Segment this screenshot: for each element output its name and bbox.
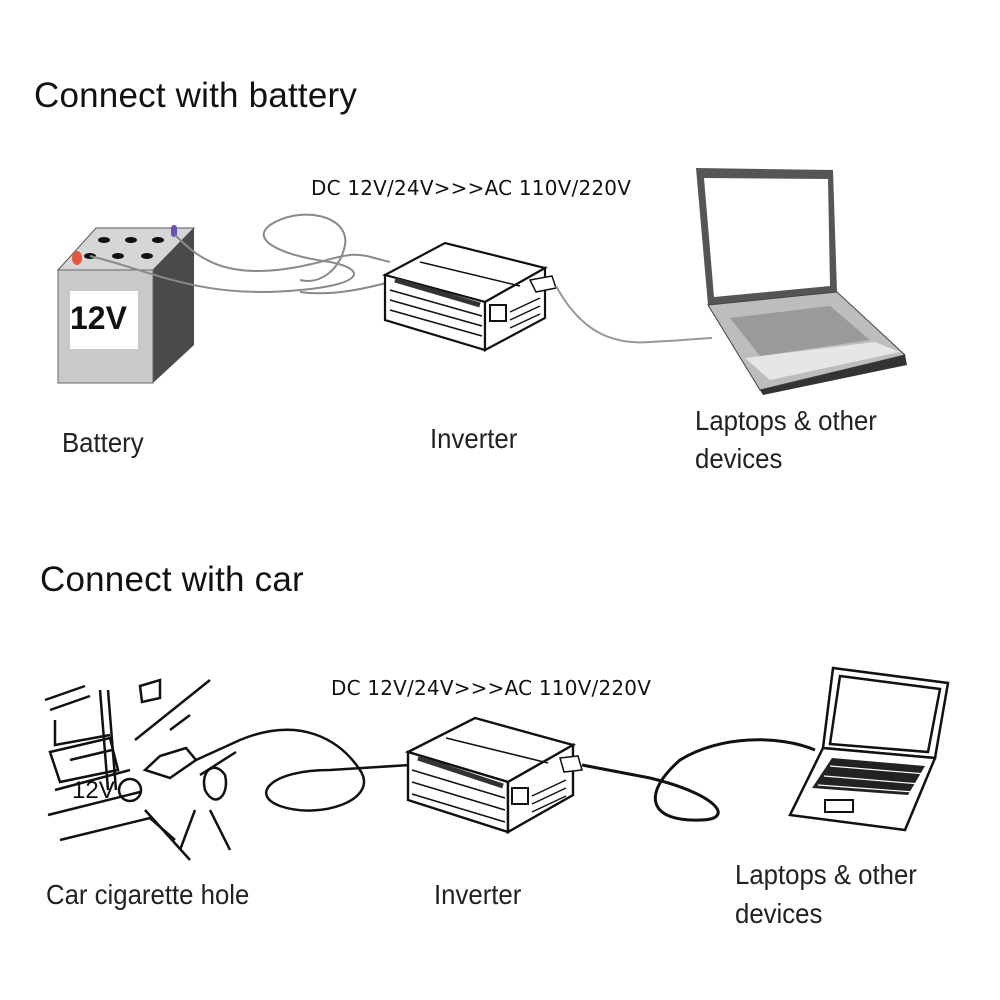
laptop-icon [788,666,950,832]
device-label-car-line2: devices [735,898,823,929]
conversion-text-car: DC 12V/24V>>>AC 110V/220V [331,676,652,700]
car-dashboard-icon [44,678,411,861]
section-heading-car: Connect with car [40,560,304,599]
battery-cable [89,213,391,295]
device-label-battery-line1: Laptops & other [695,405,877,436]
inverter-label-car: Inverter [434,879,522,910]
inverter-icon [404,716,583,835]
conversion-text-battery: DC 12V/24V>>>AC 110V/220V [311,176,632,200]
device-label-battery-line2: devices [695,443,783,474]
laptop-cable [555,285,713,344]
battery-voltage-badge: 12V [70,300,127,336]
positive-terminal [72,251,82,265]
laptop-cable [581,738,816,822]
inverter-label-battery: Inverter [430,423,518,454]
car-12v-label: 12V [72,777,115,804]
device-label-car-line1: Laptops & other [735,859,917,890]
negative-terminal [171,225,177,237]
car-cigarette-hole-label: Car cigarette hole [46,879,250,910]
battery-label: Battery [62,427,144,458]
inverter-icon [382,241,557,352]
section-heading-battery: Connect with battery [34,76,358,115]
laptop-icon [696,168,907,395]
